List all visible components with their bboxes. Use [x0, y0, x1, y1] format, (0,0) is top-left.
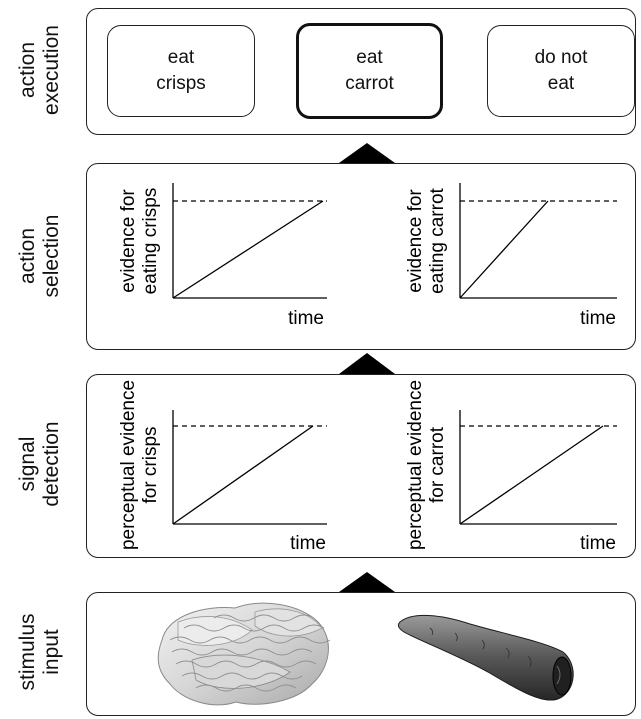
x-axis-label: time: [580, 308, 616, 329]
arrow-up-icon: [339, 572, 395, 592]
detection-plot-crisps: time perceptual evidence for crisps: [118, 380, 327, 554]
x-axis-label: time: [290, 533, 326, 554]
action-execution-panel: eat crisps eat carrot do not eat: [86, 8, 636, 135]
action-line: carrot: [345, 73, 394, 94]
x-axis-label: time: [288, 308, 324, 329]
selection-plot-crisps: time evidence for eating crisps: [118, 183, 327, 329]
action-eat-carrot-box: eat carrot: [296, 23, 443, 119]
selection-plot-carrot: time evidence for eating carrot: [405, 183, 617, 329]
action-line: eat: [356, 47, 383, 68]
y-axis-label: evidence for: [118, 189, 139, 293]
crisps-image: [157, 602, 331, 706]
action-line: crisps: [156, 73, 206, 94]
evidence-line: [459, 425, 604, 525]
action-do-not-eat-box: do not eat: [487, 25, 635, 117]
arrow-up-icon: [339, 353, 395, 374]
x-axis-label: time: [580, 533, 616, 554]
y-axis-label: for carrot: [427, 426, 448, 503]
evidence-line: [172, 200, 324, 299]
y-axis-label: eating carrot: [427, 187, 448, 293]
arrow-up-icon: [339, 143, 395, 163]
action-line: eat: [167, 47, 195, 68]
y-axis-label: perceptual evidence: [118, 380, 139, 550]
action-selection-panel: [86, 163, 636, 350]
action-eat-crisps-box: eat crisps: [107, 25, 255, 117]
detection-plot-carrot: time perceptual evidence for carrot: [405, 380, 617, 554]
carrot-image: [397, 614, 574, 701]
action-line: do not: [534, 47, 588, 68]
evidence-line: [172, 425, 314, 525]
y-axis-label: eating crisps: [140, 188, 161, 295]
y-axis-label: perceptual evidence: [405, 380, 426, 550]
y-axis-label: for crisps: [140, 426, 161, 503]
action-line: eat: [547, 73, 575, 94]
y-axis-label: evidence for: [405, 189, 426, 293]
evidence-line: [459, 200, 549, 299]
